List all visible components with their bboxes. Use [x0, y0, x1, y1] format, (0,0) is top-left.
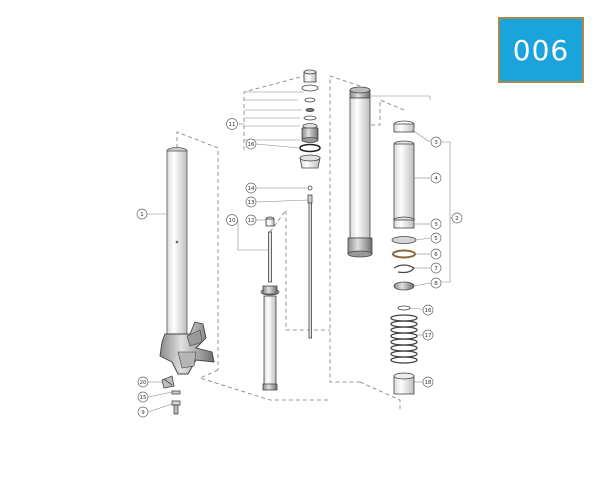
callout-7-label: 7 — [434, 266, 438, 272]
callout-8: 8 — [430, 277, 442, 289]
callout-13-label: 13 — [248, 200, 255, 206]
callout-6-label: 6 — [434, 252, 438, 258]
callout-12: 12 — [245, 214, 257, 226]
callout-4: 4 — [430, 172, 442, 184]
damper-cartridge — [260, 69, 321, 391]
callout-5: 5 — [430, 232, 442, 244]
callout-4-label: 4 — [434, 176, 438, 182]
leader-lines — [147, 91, 453, 413]
callout-14-label: 14 — [248, 186, 255, 192]
callout-20: 20 — [137, 376, 149, 388]
callout-9: 9 — [137, 406, 149, 418]
axle-bolt-parts — [161, 375, 181, 415]
callout-15: 15 — [137, 391, 149, 403]
callout-12-label: 12 — [248, 218, 255, 224]
spring-and-spacers — [390, 120, 418, 395]
callout-17-label: 17 — [425, 333, 432, 339]
callout-10: 10 — [226, 214, 238, 226]
callout-7: 7 — [430, 262, 442, 274]
callout-18: 18 — [422, 376, 434, 388]
outer-fork-tube — [159, 147, 215, 375]
callout-1-label: 1 — [140, 212, 144, 218]
callout-3b-label: 3 — [434, 222, 438, 228]
callout-3b: 3 — [430, 218, 442, 230]
callout-3a-label: 3 — [434, 140, 438, 146]
callout-5-label: 5 — [434, 236, 438, 242]
callout-14: 14 — [245, 182, 257, 194]
callout-17: 17 — [422, 329, 434, 341]
callout-1: 1 — [136, 208, 148, 220]
callout-16-right: 16 — [422, 304, 434, 316]
callout-16-top: 16 — [245, 138, 257, 150]
callout-15-label: 15 — [140, 395, 147, 401]
page-number-label: 006 — [512, 33, 570, 67]
callout-20-label: 20 — [140, 380, 147, 386]
callout-6: 6 — [430, 248, 442, 260]
callouts: 1 20 15 9 11 16 14 13 10 12 3 4 2 3 5 6 … — [136, 118, 463, 418]
callout-9-label: 9 — [141, 410, 145, 416]
callout-16-right-label: 16 — [425, 308, 432, 314]
callout-2: 2 — [451, 212, 463, 224]
callout-16-top-label: 16 — [248, 142, 255, 148]
callout-3a: 3 — [430, 136, 442, 148]
callout-18-label: 18 — [425, 380, 432, 386]
page-number-badge: 006 — [498, 17, 584, 83]
callout-11: 11 — [226, 118, 238, 130]
callout-13: 13 — [245, 196, 257, 208]
callout-8-label: 8 — [434, 281, 438, 287]
callout-11-label: 11 — [229, 122, 236, 128]
callout-2-label: 2 — [455, 216, 459, 222]
inner-fork-tube — [347, 86, 373, 258]
callout-10-label: 10 — [229, 218, 236, 224]
coil-spring — [390, 314, 418, 364]
